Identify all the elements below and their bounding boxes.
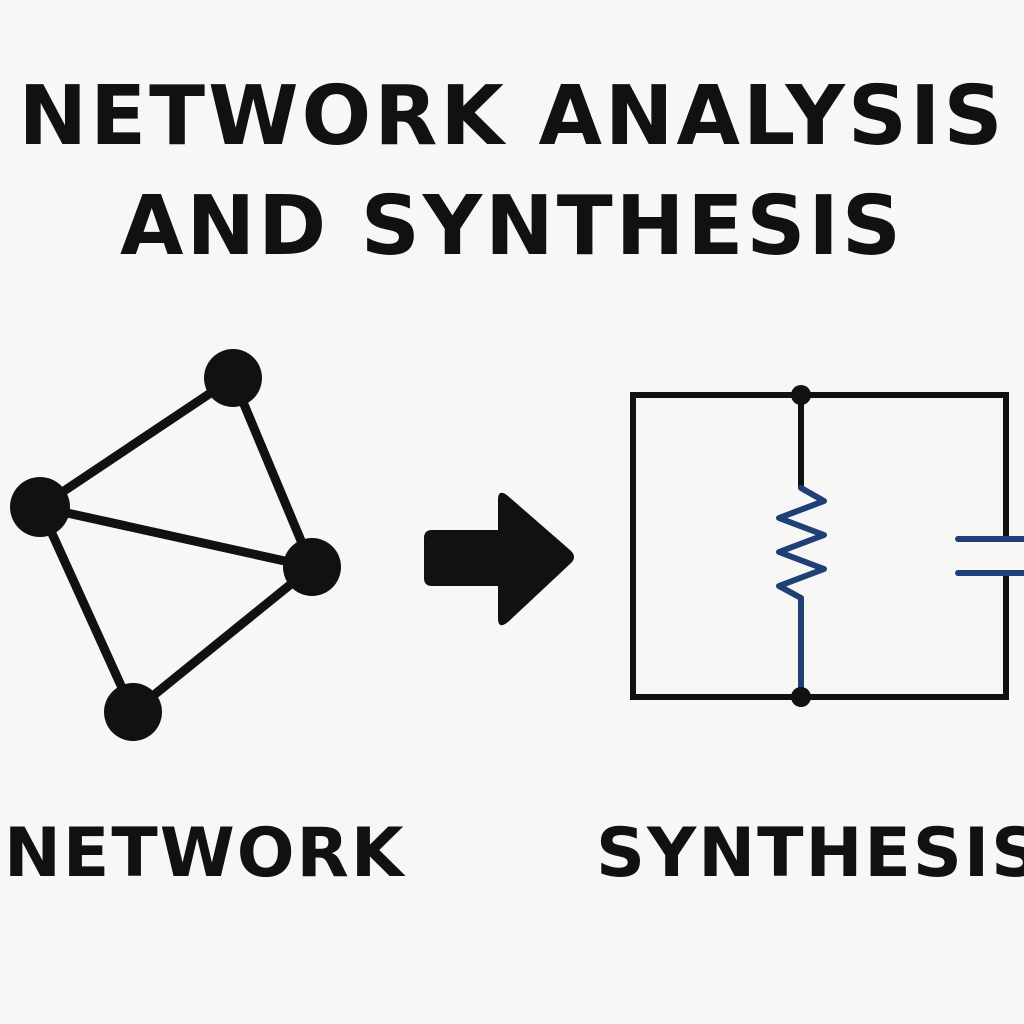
- graph-edges: [35, 373, 317, 717]
- graph-node: [10, 477, 70, 537]
- junction-dot-top: [791, 385, 811, 405]
- graph-node: [204, 349, 262, 407]
- right-arrow-icon: [424, 492, 574, 626]
- resistor-icon: [776, 485, 827, 700]
- graph-edge: [35, 502, 138, 717]
- graph-node: [104, 683, 162, 741]
- circuit-junctions: [791, 385, 811, 707]
- resistor-zigzag: [776, 485, 827, 700]
- graph-node: [283, 538, 341, 596]
- circuit-wires: [630, 392, 1009, 700]
- network-graph-icon: [10, 349, 341, 741]
- graph-edge: [35, 373, 238, 512]
- junction-dot-bottom: [791, 687, 811, 707]
- graph-edge: [128, 562, 317, 717]
- graph-nodes: [10, 349, 341, 741]
- parallel-rc-circuit-icon: [630, 385, 1024, 707]
- caption-network: NETWORK: [4, 814, 406, 893]
- circuit-frame: [630, 392, 1009, 700]
- capacitor-icon: [955, 536, 1024, 576]
- caption-synthesis: SYNTHESIS: [596, 814, 1024, 893]
- graph-edge: [35, 502, 317, 572]
- title-line-1: NETWORK ANALYSIS: [18, 69, 1006, 164]
- title-line-2: AND SYNTHESIS: [120, 179, 904, 274]
- graph-edge: [228, 373, 317, 572]
